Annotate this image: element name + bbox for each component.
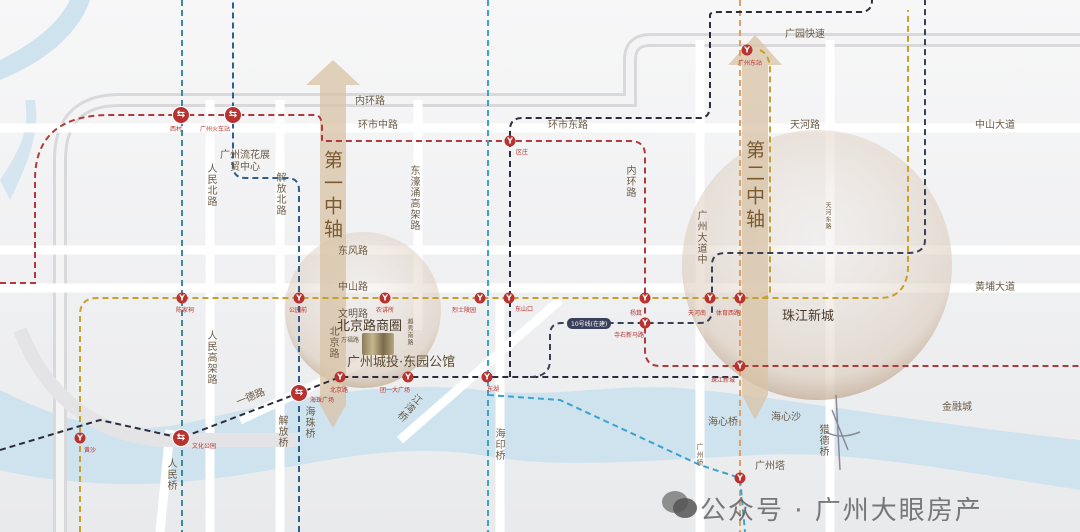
station-icon[interactable]: Y	[176, 292, 188, 304]
station-label: 区庄	[516, 149, 529, 156]
second-axis-label: 第二中轴	[743, 140, 765, 232]
bridge-label: 海印桥	[493, 428, 504, 461]
road-label: 文明路	[338, 309, 368, 320]
metro-line-1	[79, 10, 909, 532]
bridge-label: 人民桥	[165, 458, 176, 491]
road-label: 天河路	[790, 120, 820, 131]
station-label: 杨箕	[630, 310, 643, 317]
bridge-label: 猎德桥	[817, 424, 828, 457]
road-label: 中山大道	[975, 120, 1015, 131]
place-label: 海心沙	[771, 412, 801, 423]
station-icon[interactable]: Y	[481, 371, 493, 383]
station-icon[interactable]: Y	[293, 292, 305, 304]
station-label: 西村	[170, 126, 183, 133]
transfer-station-icon[interactable]: ⇆	[224, 106, 242, 124]
road-label: 环市中路	[358, 120, 398, 131]
metro-line-3	[487, 0, 746, 532]
second-axis-arrow	[728, 35, 782, 420]
road-label: 广州大道中	[695, 210, 706, 265]
station-icon[interactable]: Y	[503, 292, 515, 304]
project-label: 广州城投·东园公馆	[347, 355, 456, 370]
station-label: 东湖	[487, 386, 500, 393]
transfer-station-icon[interactable]: ⇆	[172, 106, 190, 124]
station-label: 珠江新城	[711, 377, 736, 384]
canton-tower-icon	[825, 394, 861, 471]
road-label: 内环路	[624, 165, 635, 198]
station-icon[interactable]: Y	[504, 135, 516, 147]
station-icon[interactable]: Y	[639, 317, 651, 329]
road-label: 人民高架路	[205, 330, 216, 385]
road-label: 广园快速	[785, 29, 825, 40]
station-label: 海珠广场	[310, 397, 335, 404]
river-branch	[0, 0, 90, 80]
zhujiang-newtown-circle	[682, 130, 952, 400]
place-label: 广州塔	[755, 461, 785, 472]
station-icon[interactable]: Y	[639, 292, 651, 304]
station-label: 农讲所	[376, 307, 395, 314]
station-icon[interactable]: Y	[734, 292, 746, 304]
station-label: 北京路	[330, 387, 349, 394]
building-icon	[362, 333, 394, 355]
place-label: 珠江新城	[782, 309, 835, 324]
bridge-label: 解放桥	[276, 415, 287, 448]
station-label: 寺右新马路	[614, 332, 645, 339]
bridge-label: 海珠桥	[303, 406, 314, 439]
watermark: 公众号 · 广州大眼房产	[700, 496, 983, 526]
station-label: 陈家祠	[176, 307, 195, 314]
road-label: 天河东路	[824, 202, 831, 230]
bridge-label: 广州桥	[696, 443, 704, 467]
metro-line-3-yellow	[759, 49, 771, 299]
station-icon[interactable]: Y	[379, 292, 391, 304]
metro-line-10	[529, 0, 926, 378]
station-icon[interactable]: Y	[474, 292, 486, 304]
station-label: 烈士陵园	[452, 307, 477, 314]
road-label: 中山路	[338, 282, 368, 293]
first-axis-arrow	[306, 60, 360, 428]
station-label: 团一大广场	[380, 387, 411, 394]
station-label: 东山口	[515, 306, 534, 313]
metro-line-2	[232, 0, 300, 532]
station-icon[interactable]: Y	[74, 432, 86, 444]
pearl-river	[0, 386, 1080, 490]
line-10-badge: 10号线(在建)	[567, 318, 612, 329]
place-label: 金融城	[942, 402, 972, 413]
road-label: 黄埔大道	[975, 282, 1015, 293]
transfer-station-icon[interactable]: ⇆	[290, 384, 308, 402]
road-label: 环市东路	[548, 120, 588, 131]
station-label: 体育西路	[716, 310, 741, 317]
station-label: 广州火车站	[200, 126, 231, 133]
station-label: 文化公园	[192, 443, 217, 450]
place-label: 广州流花展贸中心	[220, 150, 270, 173]
road-label: 万福路	[341, 337, 360, 344]
station-label: 公园前	[289, 307, 308, 314]
station-label: 黄沙	[84, 447, 97, 454]
station-icon[interactable]: Y	[402, 371, 414, 383]
station-icon[interactable]: Y	[704, 292, 716, 304]
first-axis-label: 第一中轴	[321, 150, 343, 242]
station-icon[interactable]: Y	[741, 44, 753, 56]
road-label: 东风路	[338, 246, 368, 257]
station-icon[interactable]: Y	[734, 360, 746, 372]
road-label: 越秀南路	[406, 318, 413, 346]
station-label: 广州东站	[738, 60, 763, 67]
road-label: 北京路	[327, 326, 338, 359]
station-label: 天河南	[688, 310, 707, 317]
bridge-label: 海心桥	[708, 417, 738, 428]
station-icon[interactable]: Y	[734, 472, 746, 484]
road-label: 解放北路	[274, 172, 285, 216]
station-icon[interactable]: Y	[334, 371, 346, 383]
wechat-icon	[662, 491, 697, 518]
road-label: 东濠涌高架路	[408, 165, 419, 231]
road-label: 人民北路	[205, 163, 216, 207]
transfer-station-icon[interactable]: ⇆	[172, 429, 190, 447]
road-label: 内环路	[355, 96, 385, 107]
place-label: 北京路商圈	[337, 319, 403, 334]
metro-line-5	[0, 114, 1080, 367]
